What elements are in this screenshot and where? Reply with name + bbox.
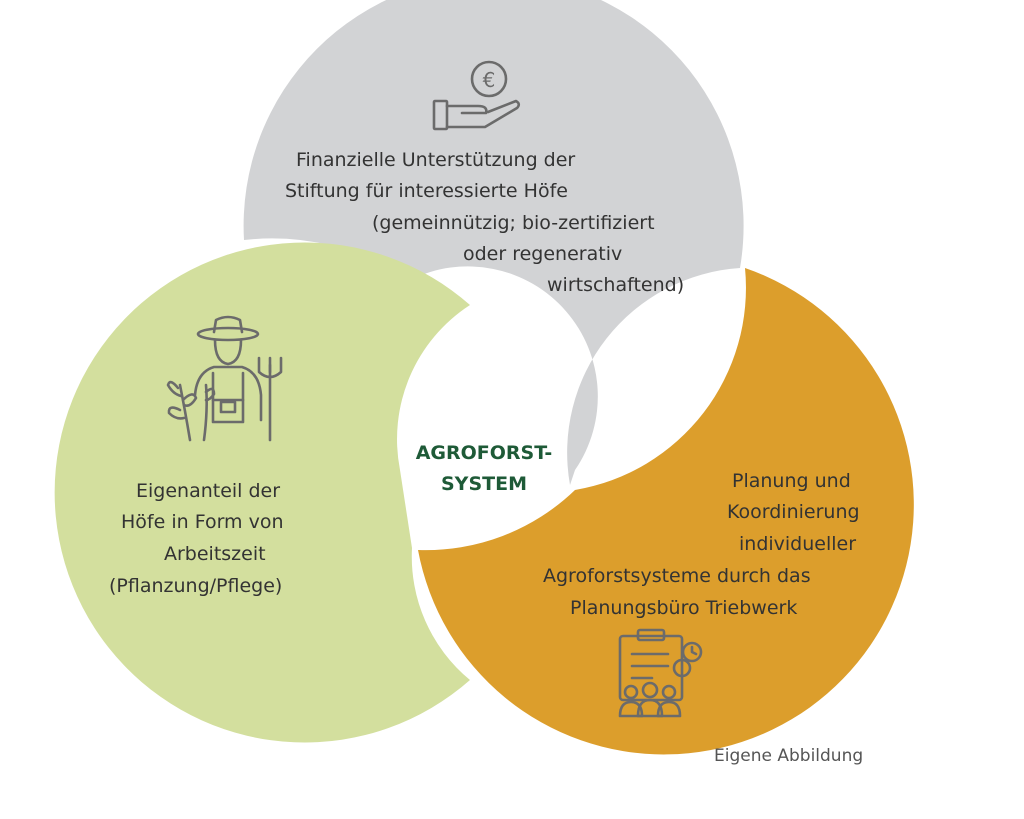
farm-share-text-line: Arbeitszeit [164, 543, 266, 565]
planning-text-line: Agroforstsysteme durch das [543, 565, 811, 587]
center-label-line2: SYSTEM [441, 473, 527, 495]
farmer-with-pitchfork-icon [166, 315, 283, 442]
clipboard-team-icon [618, 628, 703, 718]
financial-text-line: oder regenerativ [463, 243, 623, 265]
svg-text:€: € [483, 68, 496, 92]
financial-text-line: wirtschaftend) [547, 274, 685, 296]
segment-financial [243, 0, 744, 485]
farm-share-text-line: Eigenanteil der [136, 480, 281, 502]
financial-text-line: (gemeinnützig; bio-zertifiziert [372, 212, 655, 234]
farm-share-text-line: (Pflanzung/Pflege) [109, 575, 283, 597]
segment-farm-share [54, 242, 471, 743]
planning-text-line: Planungsbüro Triebwerk [570, 597, 798, 619]
figure-caption: Eigene Abbildung [714, 746, 864, 766]
euro-coin-hand-icon: € [432, 60, 521, 131]
segment-planning [418, 268, 914, 755]
center-label-line1: AGROFORST- [415, 442, 553, 464]
planning-text-line: Planung und [732, 470, 851, 492]
planning-text-line: individueller [739, 533, 857, 555]
planning-text-line: Koordinierung [727, 501, 860, 523]
center-label: AGROFORST- SYSTEM [394, 438, 574, 500]
financial-text-line: Stiftung für interessierte Höfe [285, 180, 568, 202]
farm-share-text-line: Höfe in Form von [121, 511, 284, 533]
financial-text-line: Finanzielle Unterstützung der [296, 149, 576, 171]
